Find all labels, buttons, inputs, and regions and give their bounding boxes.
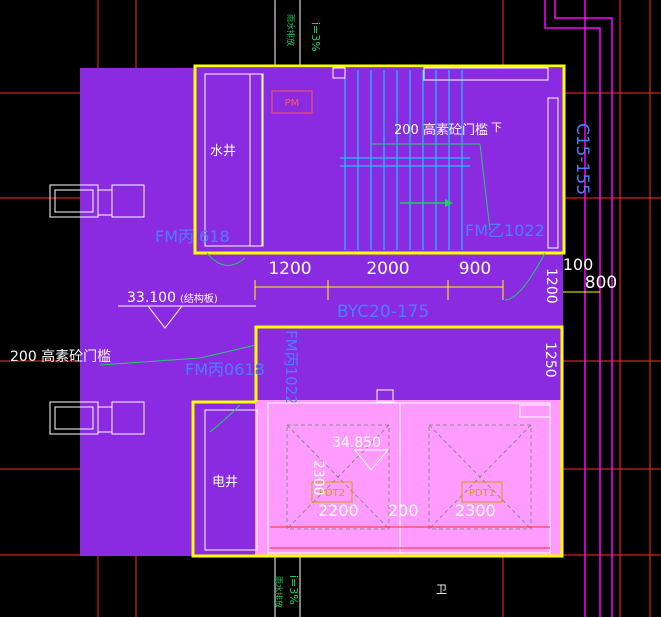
dim-1200-vertical: 1200 xyxy=(543,268,559,304)
elevator-area-fill xyxy=(255,400,561,556)
elec-shaft xyxy=(204,409,258,551)
dim-2000: 2000 xyxy=(366,259,409,279)
elev-33-label: 33.100 xyxy=(127,290,176,306)
c15-label: C15-155 xyxy=(572,123,592,195)
dim-2200: 2200 xyxy=(318,501,359,520)
threshold-left-leader xyxy=(99,344,257,366)
stair-treads xyxy=(340,70,470,250)
dim-200: 200 xyxy=(388,501,419,520)
drain-lines xyxy=(274,0,301,617)
pm-tag xyxy=(271,90,313,114)
dim-900: 900 xyxy=(459,259,491,279)
pdt2-label: PDT2 xyxy=(319,488,345,499)
right-outline xyxy=(544,0,613,617)
dim-1250: 1250 xyxy=(542,342,558,378)
elevator-red-lines xyxy=(270,526,550,549)
stair-arrow-line xyxy=(372,143,491,231)
dim-800: 800 xyxy=(585,273,617,293)
fm-vertical-label: FM丙1022 xyxy=(282,330,300,405)
elec-well-label: 电井 xyxy=(212,475,238,490)
byc-label: BYC20-175 xyxy=(337,302,429,322)
slope-top-sub: 雨水排放 xyxy=(286,14,296,46)
elev-34-triangle xyxy=(353,449,390,471)
stair-room-outline xyxy=(193,64,566,255)
elevator-walls xyxy=(267,389,551,554)
pm-label: PM xyxy=(285,98,300,109)
elev-33-triangle xyxy=(146,305,184,329)
door-swing-top xyxy=(206,252,246,266)
water-well-label: 水井 xyxy=(210,144,236,159)
stair-walls xyxy=(204,67,559,249)
fm-top-right-label: FM乙1022 xyxy=(465,221,545,240)
dimension-line xyxy=(254,280,600,300)
pdt2-tag xyxy=(311,481,353,503)
stair-arrowhead xyxy=(445,199,453,207)
exterior-units xyxy=(49,184,145,435)
lobby-outline xyxy=(191,325,564,558)
elev-33-note: (结构板) xyxy=(180,292,218,305)
threshold-top-label: 200 高素砼门槛 xyxy=(394,122,488,138)
fm-mid-label: FM丙0618 xyxy=(185,360,265,379)
slope-top-label: i=3% xyxy=(309,22,322,52)
door-swing-right xyxy=(504,252,546,301)
dim-100: 100 xyxy=(563,255,594,274)
down-label: 下 xyxy=(491,121,502,134)
fm-top-left-label: FM丙 618 xyxy=(155,227,230,246)
threshold-left-label: 200 高素砼门槛 xyxy=(10,348,111,365)
dim-2300-vertical: 2300 xyxy=(310,460,326,496)
right-outline-red xyxy=(619,0,651,617)
dim-2300: 2300 xyxy=(455,501,496,520)
dim-1200: 1200 xyxy=(268,259,311,279)
pdt1-label: PDT1 xyxy=(469,488,495,499)
elevator-shafts xyxy=(286,424,532,530)
slope-bottom-sub: 雨水排放 xyxy=(274,576,284,608)
bottom-mark: 卫 xyxy=(436,583,447,596)
elev-34-label: 34.850 xyxy=(332,435,381,451)
slope-bottom-label: i=3% xyxy=(287,575,300,605)
pdt1-tag xyxy=(461,481,503,503)
door-swing-elec xyxy=(209,404,241,433)
